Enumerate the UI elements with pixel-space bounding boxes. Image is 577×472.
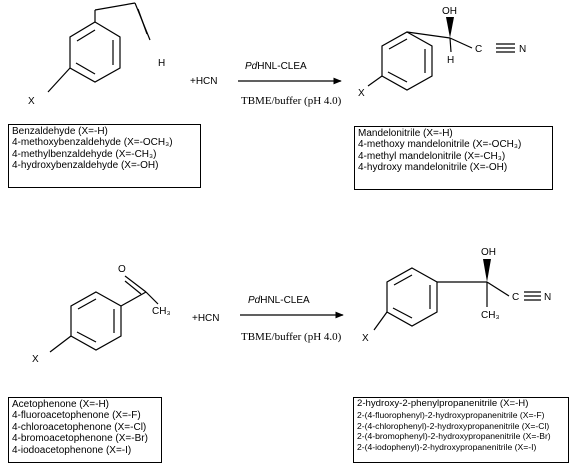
product2-item: 2-(4-bromophenyl)-2-hydroxypropanenitril… <box>357 431 551 442</box>
substrate-item: Benzaldehyde (X=-H) <box>12 126 108 137</box>
hydroxyl-label: OH <box>442 6 457 17</box>
wedge-bond <box>446 17 454 38</box>
wedge-bond-2 <box>483 259 491 282</box>
benzaldehyde-structure <box>47 2 151 93</box>
product2-item: 2-hydroxy-2-phenylpropanenitrile (X=-H) <box>357 398 529 409</box>
alpha-h-label: H <box>447 55 454 66</box>
substrate2-item: 4-bromoacetophenone (X=-Br) <box>12 433 148 445</box>
substrate2-item: 4-iodoacetophenone (X=-I) <box>12 444 132 456</box>
hcn-reagent2-label: +HCN <box>192 313 220 324</box>
substrate-item: 4-methylbenzaldehyde (X=-CH₃) <box>12 148 157 160</box>
product-list-box: Mandelonitrile (X=-H) 4-methoxy mandelon… <box>354 126 553 190</box>
conditions2-label: TBME/buffer (pH 4.0) <box>241 331 342 343</box>
substrate2-item: Acetophenone (X=-H) <box>12 399 110 410</box>
product2-x-label: X <box>362 333 369 344</box>
nitrile-n-label: N <box>519 44 526 55</box>
hcn-reagent-label: +HCN <box>190 76 218 87</box>
substrate-item: 4-hydroxybenzaldehyde (X=-OH) <box>12 160 159 172</box>
product2-list-box: 2-hydroxy-2-phenylpropanenitrile (X=-H) … <box>353 397 569 463</box>
product-item: 4-methyl mandelonitrile (X=-CH₃) <box>358 150 506 162</box>
substrate-list-box: Benzaldehyde (X=-H) 4-methoxybenzaldehyd… <box>8 124 201 188</box>
substrate2-item: 4-fluoroacetophenone (X=-F) <box>12 410 141 422</box>
product2-item: 2-(4-fluorophenyl)-2-hydroxypropanenitri… <box>357 409 545 420</box>
substrate2-list-box: Acetophenone (X=-H) 4-fluoroacetophenone… <box>8 397 162 463</box>
methyl-label: CH₃ <box>152 306 171 317</box>
catalyst2-label: PdHNL-CLEA <box>248 295 310 306</box>
mandelonitrile-structure <box>367 31 515 91</box>
cyanohydrin-structure <box>373 267 541 331</box>
substrate2-x-label: X <box>32 354 39 365</box>
product-item: 4-hydroxy mandelonitrile (X=-OH) <box>358 162 508 174</box>
carbon-c-label: C <box>475 44 482 55</box>
aldehyde-h-label: H <box>158 58 165 69</box>
product-item: 4-methoxy mandelonitrile (X=-OCH₃) <box>358 139 522 151</box>
carbon2-c-label: C <box>512 292 519 303</box>
substrate-x-label: X <box>28 96 35 107</box>
acetophenone-structure <box>49 275 159 353</box>
product2-item: 2-(4-iodophenyl)-2-hydroxypropanenitrile… <box>357 442 537 453</box>
hydroxyl2-label: OH <box>481 247 496 258</box>
carbonyl-o-label: O <box>118 264 126 275</box>
conditions-label: TBME/buffer (pH 4.0) <box>241 95 342 107</box>
methyl2-label: CH₃ <box>481 310 500 321</box>
substrate2-item: 4-chloroacetophenone (X=-Cl) <box>12 421 147 433</box>
catalyst-label: PdHNL-CLEA <box>245 61 307 72</box>
product-item: Mandelonitrile (X=-H) <box>358 128 453 139</box>
product-x-label: X <box>358 88 365 99</box>
substrate-item: 4-methoxybenzaldehyde (X=-OCH₃) <box>12 137 173 149</box>
nitrile2-n-label: N <box>544 292 551 303</box>
product2-item: 2-(4-chlorophenyl)-2-hydroxypropanenitri… <box>357 420 550 431</box>
